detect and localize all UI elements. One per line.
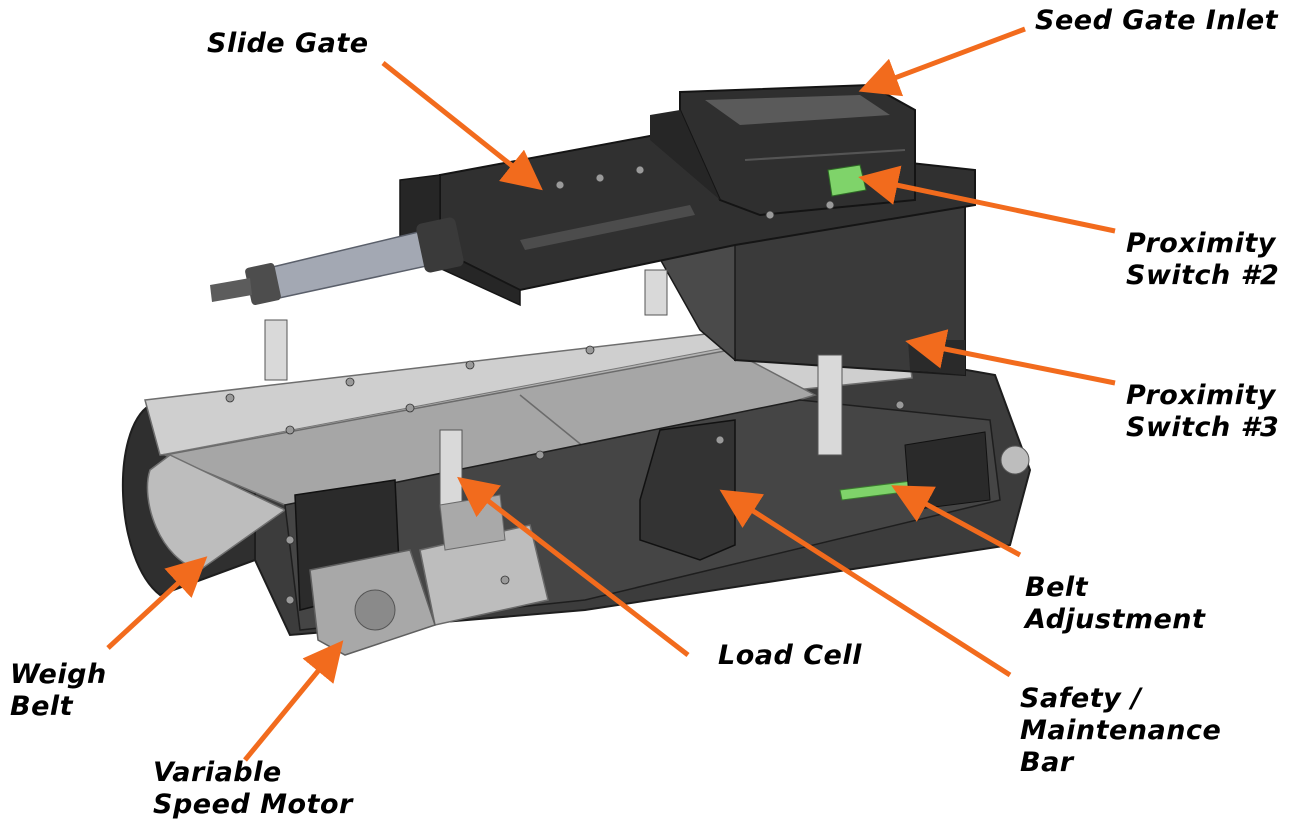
proximity-sensor-2 [827,164,867,197]
arrow-belt-adjustment [891,485,1022,558]
label-line: Belt [10,691,74,722]
label-load-cell-text: Load Cell [718,640,862,671]
label-slide-gate-text: Slide Gate [207,28,369,59]
label-line: Variable [153,757,282,788]
load-cell-support [639,419,736,561]
callout-arrows [106,26,1116,762]
label-load-cell: Load Cell [718,640,862,672]
machine-illustration [121,83,1032,656]
label-safety-bar: Safety / Maintenance Bar [1020,683,1221,779]
label-line: Proximity [1126,228,1276,259]
belt-roller [146,454,287,571]
bolts [225,165,905,605]
arrow-proximity-switch-3 [905,329,1116,386]
label-line: Switch #2 [1126,260,1280,291]
pneumatic-cylinder [210,217,464,305]
label-seed-gate-inlet: Seed Gate Inlet [1035,5,1278,37]
label-seed-gate-inlet-text: Seed Gate Inlet [1035,5,1279,36]
load-cell-brackets [264,269,843,511]
label-line: Belt [1025,572,1089,603]
arrow-slide-gate [381,61,543,191]
arrow-seed-gate-inlet [858,26,1026,97]
label-variable-speed-motor: Variable Speed Motor [153,757,353,821]
label-line: Safety / [1020,683,1142,714]
variable-speed-motor [294,479,549,656]
label-line: Weigh [10,659,107,690]
label-slide-gate: Slide Gate [207,28,369,60]
label-line: Adjustment [1025,604,1206,635]
arrow-safety-bar [719,489,1012,678]
label-line: Maintenance [1020,715,1222,746]
label-proximity-switch-3: Proximity Switch #3 [1126,380,1279,444]
arrow-proximity-switch-2 [858,165,1116,234]
label-proximity-switch-2: Proximity Switch #2 [1126,228,1279,292]
arrow-variable-speed-motor [243,640,344,762]
label-line: Proximity [1126,380,1276,411]
arrow-weigh-belt [106,556,208,650]
label-line: Switch #3 [1126,412,1280,443]
arrow-load-cell [457,476,690,657]
label-line: Speed Motor [153,789,353,820]
label-weigh-belt: Weigh Belt [10,659,107,723]
label-belt-adjustment: Belt Adjustment [1025,572,1205,636]
label-line: Bar [1020,747,1074,778]
